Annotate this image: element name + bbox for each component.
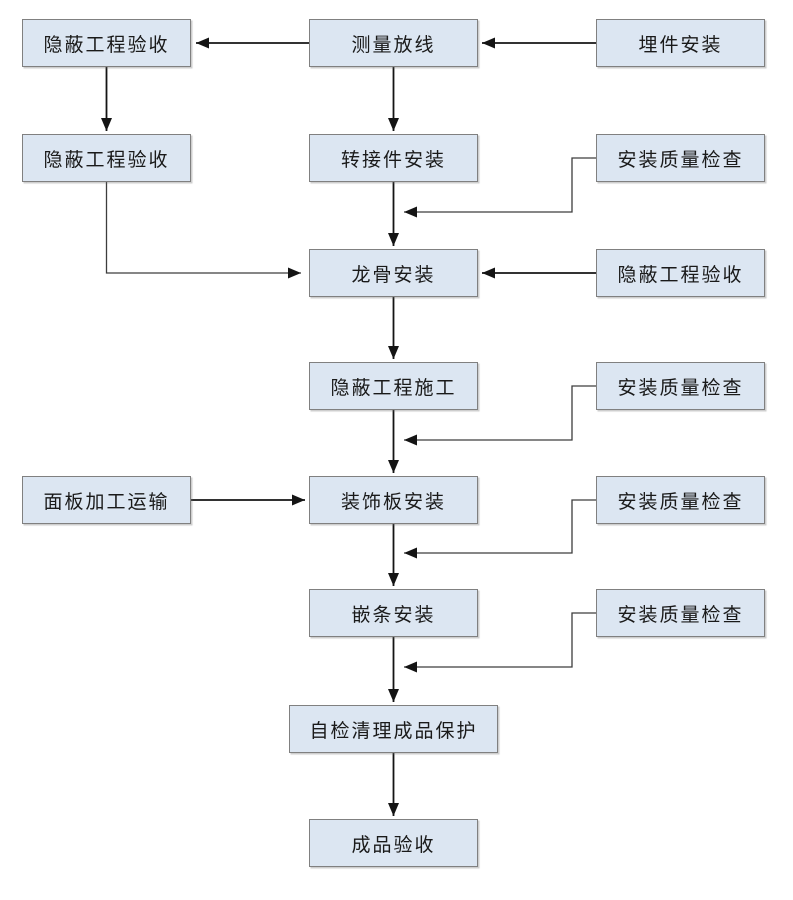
flow-node-embed-install: 埋件安装	[596, 19, 765, 67]
flow-node-label: 安装质量检查	[617, 149, 744, 171]
flow-node-label: 安装质量检查	[617, 491, 744, 513]
flow-node-label: 隐蔽工程验收	[43, 34, 170, 56]
elbow-qc1-to-flow	[404, 157, 596, 218]
flow-node-label: 成品验收	[351, 834, 436, 856]
flow-node-hidden-acceptance-1: 隐蔽工程验收	[22, 19, 191, 67]
flow-node-label: 埋件安装	[638, 34, 723, 56]
flow-node-label: 安装质量检查	[617, 604, 744, 626]
flow-node-label: 面板加工运输	[43, 491, 170, 513]
flow-node-label: 装饰板安装	[340, 491, 446, 513]
flow-node-inlay-strip-install: 嵌条安装	[309, 589, 478, 637]
flow-node-label: 隐蔽工程验收	[43, 149, 170, 171]
flow-node-quality-check-4: 安装质量检查	[596, 589, 765, 637]
flow-node-label: 转接件安装	[340, 149, 446, 171]
flow-node-hidden-construction: 隐蔽工程施工	[309, 362, 478, 410]
elbow-qc2-to-flow	[404, 385, 596, 446]
flow-node-keel-install: 龙骨安装	[309, 249, 478, 297]
flow-node-label: 测量放线	[351, 34, 436, 56]
flow-node-label: 隐蔽工程施工	[330, 377, 457, 399]
flow-node-hidden-acceptance-3: 隐蔽工程验收	[596, 249, 765, 297]
flow-node-label: 隐蔽工程验收	[617, 264, 744, 286]
flow-node-panel-processing: 面板加工运输	[22, 476, 191, 524]
flow-node-decor-panel-install: 装饰板安装	[309, 476, 478, 524]
flow-node-label: 安装质量检查	[617, 377, 744, 399]
flow-node-finished-acceptance: 成品验收	[309, 819, 478, 867]
flow-node-self-check-protect: 自检清理成品保护	[289, 705, 498, 753]
flow-node-label: 龙骨安装	[351, 264, 436, 286]
elbow-hidden2-to-keel	[105, 182, 301, 279]
flow-node-adapter-install: 转接件安装	[309, 134, 478, 182]
elbow-qc4-to-flow	[404, 612, 596, 673]
flow-node-quality-check-3: 安装质量检查	[596, 476, 765, 524]
flow-node-quality-check-2: 安装质量检查	[596, 362, 765, 410]
elbow-qc3-to-flow	[404, 499, 596, 559]
flow-node-quality-check-1: 安装质量检查	[596, 134, 765, 182]
flow-node-label: 嵌条安装	[351, 604, 436, 626]
flow-node-measure-layout: 测量放线	[309, 19, 478, 67]
flow-node-hidden-acceptance-2: 隐蔽工程验收	[22, 134, 191, 182]
flow-node-label: 自检清理成品保护	[309, 720, 478, 742]
